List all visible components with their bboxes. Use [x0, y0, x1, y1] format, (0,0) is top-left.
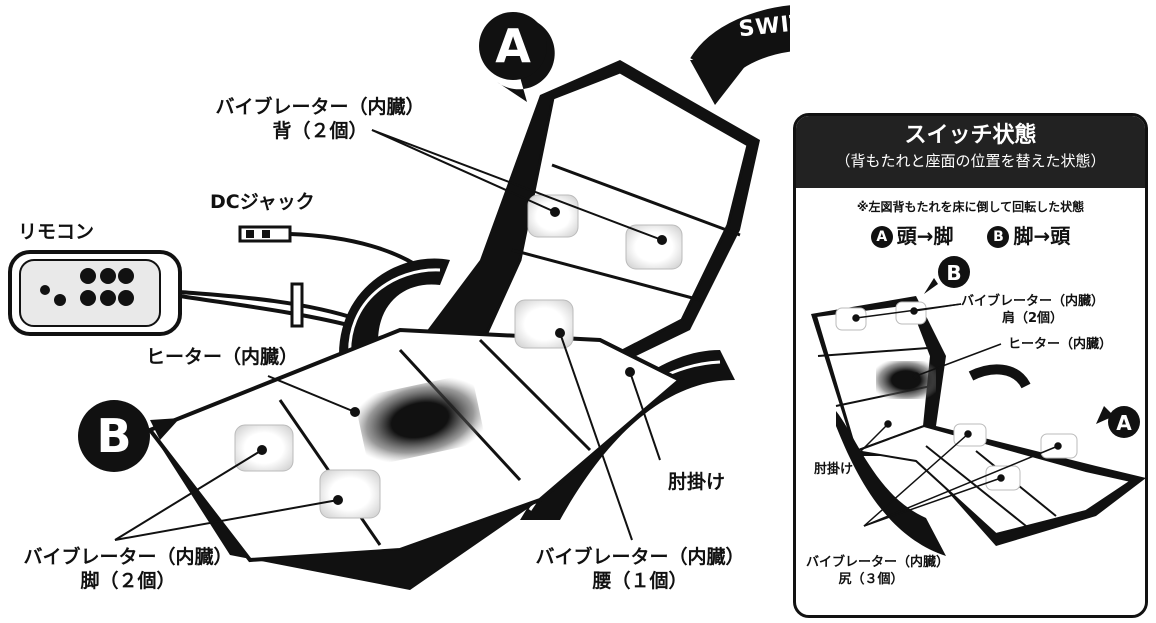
vibrator-back-2 — [625, 224, 683, 270]
label-heater: ヒーター（内臓） — [146, 346, 299, 368]
switch-arrow-icon — [690, 5, 790, 105]
label-armrest: 肘掛け — [668, 471, 726, 493]
remote-control — [8, 250, 361, 336]
switched-marker-a: A — [1116, 411, 1132, 435]
label-waist-vibrator: バイブレーター（内臓）腰（１個） — [535, 546, 745, 592]
label-dc-jack: DCジャック — [210, 191, 315, 213]
label-hip-vibrator: バイブレーター（内臓）尻（３個） — [806, 555, 950, 587]
panel-header: スイッチ状態 （背もたれと座面の位置を替えた状態） — [796, 116, 1145, 188]
switch-state-panel: スイッチ状態 （背もたれと座面の位置を替えた状態） ※左図背もたれを床に倒して回… — [793, 113, 1148, 618]
swap-b-badge: B — [987, 226, 1010, 248]
label-panel-armrest: 肘掛け — [814, 462, 854, 477]
panel-note: ※左図背もたれを床に倒して回転した状態 — [856, 200, 1085, 214]
main-chair-illustration — [8, 5, 790, 590]
marker-b-bubble — [150, 418, 180, 440]
label-panel-heater: ヒーター（内臓） — [1008, 337, 1113, 352]
panel-subtitle: （背もたれと座面の位置を替えた状態） — [835, 152, 1106, 170]
swap-a-text: 頭→脚 — [896, 224, 954, 248]
vibrator-leg-2 — [319, 469, 381, 519]
marker-b: B — [96, 409, 132, 463]
marker-a: A — [495, 19, 531, 73]
vibrator-waist — [514, 299, 574, 349]
panel-title: スイッチ状態 — [904, 123, 1037, 148]
heater-pad — [355, 374, 485, 466]
switched-chair-illustration — [811, 256, 1145, 556]
swap-b-text: 脚→頭 — [1013, 224, 1071, 248]
swap-a-badge: A — [870, 226, 893, 248]
label-shoulder-vibrator: バイブレーター（内臓）肩（2個） — [961, 294, 1105, 326]
leader-lines — [114, 129, 667, 541]
switched-heater-pad — [876, 361, 936, 399]
label-leg-vibrator: バイブレーター（内臓）脚（２個） — [23, 546, 233, 592]
switched-marker-b: B — [946, 261, 962, 285]
label-back-vibrator: バイブレーター（内臓）背（２個） — [215, 96, 425, 142]
label-remote: リモコン — [18, 221, 95, 243]
